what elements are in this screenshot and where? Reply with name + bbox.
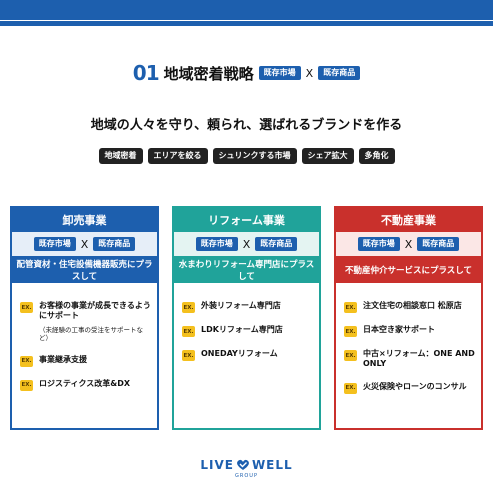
- reform-card: リフォーム事業 既存市場 X 既存商品 水まわりリフォーム専門店にプラスして E…: [172, 206, 321, 430]
- card-title: 卸売事業: [12, 208, 157, 232]
- item-text: 注文住宅の相談窓口 松原店: [363, 301, 462, 310]
- section-heading: 01 地域密着戦略 既存市場 X 既存商品: [0, 58, 493, 88]
- logo-left: LIVE: [200, 458, 234, 472]
- card-tags: 既存市場 X 既存商品: [12, 232, 157, 256]
- keyword-badge: シュリンクする市場: [212, 148, 297, 164]
- card-body: EX. 外装リフォーム専門店 EX. LDKリフォーム専門店 EX. ONEDA…: [174, 283, 319, 428]
- cross-symbol: X: [305, 66, 314, 80]
- list-item: EX. 日本空き家サポート: [344, 325, 475, 337]
- list-item: EX. LDKリフォーム専門店: [182, 325, 313, 337]
- real-estate-card: 不動産事業 既存市場 X 既存商品 不動産仲介サービスにプラスして EX. 注文…: [334, 206, 483, 430]
- item-text: 事業継承支援: [39, 354, 87, 364]
- cross-symbol: X: [80, 237, 89, 251]
- ex-badge: EX.: [344, 326, 357, 337]
- list-item: EX. ロジスティクス改革&DX: [20, 379, 151, 391]
- top-bar: [0, 0, 493, 28]
- ex-badge: EX.: [344, 350, 357, 361]
- ex-badge: EX.: [182, 350, 195, 361]
- existing-market-tag: 既存市場: [33, 237, 76, 251]
- wholesale-card: 卸売事業 既存市場 X 既存商品 配管資材・住宅設備機器販売にプラスして EX.…: [10, 206, 159, 430]
- heart-check-icon: [237, 459, 249, 470]
- cross-symbol: X: [242, 237, 251, 251]
- card-subtitle: 水まわりリフォーム専門店にプラスして: [174, 256, 319, 283]
- livewell-logo: LIVE WELL GROUP: [0, 458, 493, 479]
- item-note: （未経験の工事の受注をサポートなど）: [39, 325, 143, 343]
- item-text: 中古×リフォーム：ONE AND ONLY: [363, 349, 475, 369]
- ex-badge: EX.: [20, 379, 33, 391]
- card-title: 不動産事業: [336, 208, 481, 232]
- card-subtitle: 配管資材・住宅設備機器販売にプラスして: [12, 256, 157, 283]
- ex-badge: EX.: [182, 326, 195, 337]
- keyword-badge: 多角化: [358, 148, 395, 164]
- keyword-list: 地域密着 エリアを絞る シュリンクする市場 シェア拡大 多角化: [0, 148, 493, 164]
- item-text: ロジスティクス改革&DX: [39, 378, 131, 388]
- item-text: LDKリフォーム専門店: [201, 325, 283, 334]
- card-title: リフォーム事業: [174, 208, 319, 232]
- tagline: 地域の人々を守り、頼られ、選ばれるブランドを作る: [90, 118, 403, 133]
- card-body: EX. 注文住宅の相談窓口 松原店 EX. 日本空き家サポート EX. 中古×リ…: [336, 283, 481, 428]
- list-item: EX. お客様の事業が成長できるようにサポート（未経験の工事の受注をサポートなど…: [20, 301, 151, 343]
- existing-market-tag: 既存市場: [357, 237, 400, 251]
- item-text: 日本空き家サポート: [363, 325, 435, 334]
- list-item: EX. ONEDAYリフォーム: [182, 349, 313, 361]
- item-text: ONEDAYリフォーム: [201, 349, 278, 358]
- keyword-badge: 地域密着: [98, 148, 143, 164]
- keyword-badge: エリアを絞る: [147, 148, 208, 164]
- section-number: 01: [132, 61, 160, 85]
- list-item: EX. 外装リフォーム専門店: [182, 301, 313, 313]
- existing-market-tag: 既存市場: [258, 66, 301, 80]
- existing-product-tag: 既存商品: [417, 237, 460, 251]
- keyword-badge: シェア拡大: [301, 148, 354, 164]
- existing-product-tag: 既存商品: [318, 66, 361, 80]
- item-text: お客様の事業が成長できるようにサポート（未経験の工事の受注をサポートなど）: [39, 301, 151, 343]
- list-item: EX. 火災保険やローンのコンサル: [344, 382, 475, 394]
- ex-badge: EX.: [20, 302, 33, 313]
- ex-badge: EX.: [182, 302, 195, 313]
- logo-group-text: GROUP: [235, 473, 258, 479]
- list-item: EX. 中古×リフォーム：ONE AND ONLY: [344, 349, 475, 370]
- card-tags: 既存市場 X 既存商品: [336, 232, 481, 256]
- list-item: EX. 事業継承支援: [20, 355, 151, 367]
- ex-badge: EX.: [344, 382, 357, 394]
- list-item: EX. 注文住宅の相談窓口 松原店: [344, 301, 475, 313]
- logo-wordmark: LIVE WELL: [200, 458, 292, 472]
- top-bar-band: [0, 0, 493, 20]
- top-bar-stripe: [0, 21, 493, 26]
- item-text: 火災保険やローンのコンサル: [363, 381, 467, 391]
- ex-badge: EX.: [344, 302, 357, 313]
- logo-right: WELL: [251, 458, 293, 472]
- card-tags: 既存市場 X 既存商品: [174, 232, 319, 256]
- existing-market-tag: 既存市場: [195, 237, 238, 251]
- card-subtitle: 不動産仲介サービスにプラスして: [336, 256, 481, 283]
- cross-symbol: X: [404, 237, 413, 251]
- section-title: 地域密着戦略: [163, 64, 254, 83]
- item-text: 外装リフォーム専門店: [201, 301, 281, 310]
- existing-product-tag: 既存商品: [255, 237, 298, 251]
- existing-product-tag: 既存商品: [93, 237, 136, 251]
- card-body: EX. お客様の事業が成長できるようにサポート（未経験の工事の受注をサポートなど…: [12, 283, 157, 428]
- ex-badge: EX.: [20, 355, 33, 367]
- business-cards: 卸売事業 既存市場 X 既存商品 配管資材・住宅設備機器販売にプラスして EX.…: [10, 206, 483, 430]
